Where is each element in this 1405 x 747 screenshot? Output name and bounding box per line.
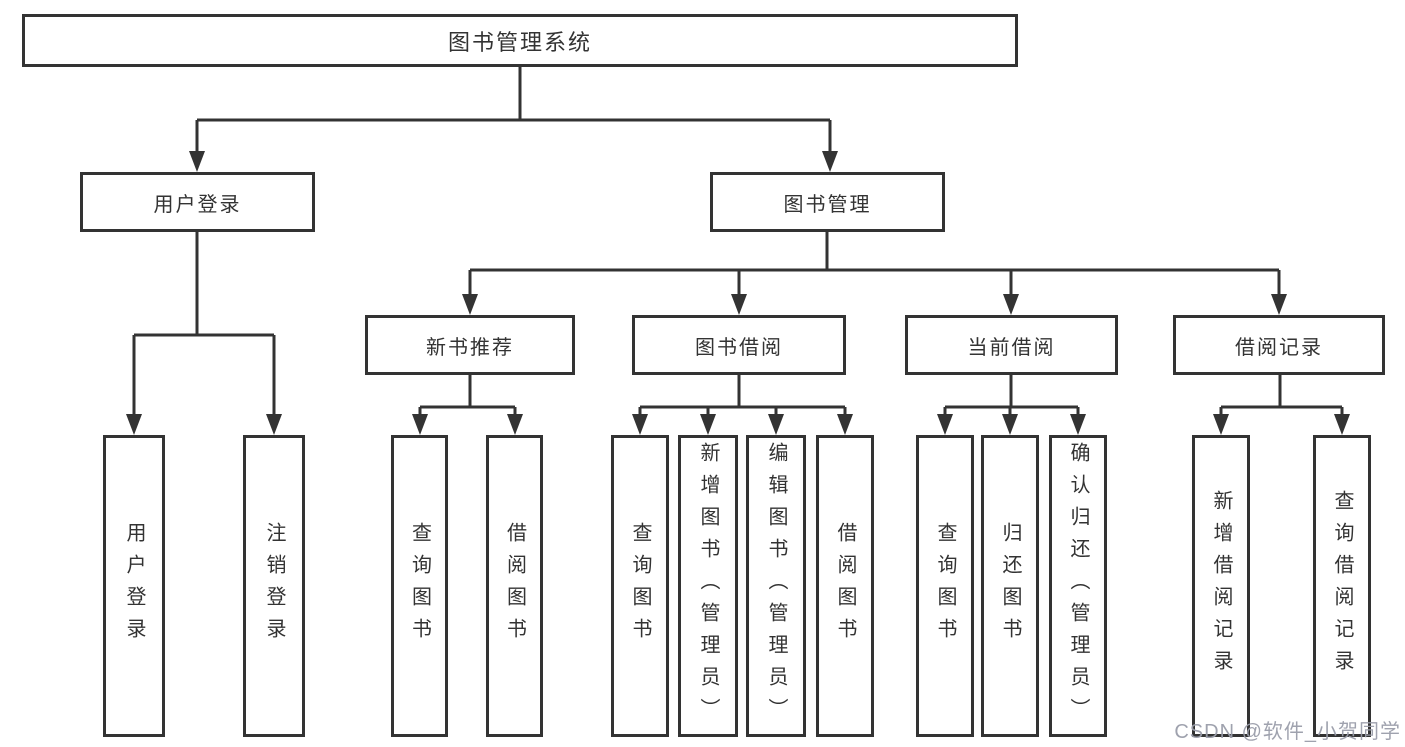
leaf-query-book-1: 查询图书 xyxy=(391,435,448,737)
node-borrow-records: 借阅记录 xyxy=(1173,315,1385,375)
node-new-book-recommend-label: 新书推荐 xyxy=(426,336,514,359)
node-root-label: 图书管理系统 xyxy=(447,29,592,55)
node-current-borrow-label: 当前借阅 xyxy=(967,336,1056,359)
leaf-edit-book-admin-label: 编辑图书（管理员） xyxy=(765,442,787,730)
leaf-edit-book-admin: 编辑图书（管理员） xyxy=(746,435,806,737)
leaf-borrow-book-1-label: 借阅图书 xyxy=(503,522,526,650)
leaf-query-book-3: 查询图书 xyxy=(916,435,974,737)
leaf-add-book-admin: 新增图书（管理员） xyxy=(678,435,738,737)
node-user-login: 用户登录 xyxy=(80,172,315,232)
leaf-query-book-2: 查询图书 xyxy=(611,435,669,737)
leaf-query-book-3-label: 查询图书 xyxy=(934,522,956,650)
leaf-return-book: 归还图书 xyxy=(981,435,1039,737)
leaf-borrow-book-2: 借阅图书 xyxy=(816,435,874,737)
node-borrow-records-label: 借阅记录 xyxy=(1235,336,1323,359)
node-current-borrow: 当前借阅 xyxy=(905,315,1118,375)
leaf-add-borrow-record: 新增借阅记录 xyxy=(1192,435,1250,737)
leaf-user-login: 用户登录 xyxy=(103,435,165,737)
leaf-add-borrow-record-label: 新增借阅记录 xyxy=(1210,490,1232,682)
leaf-query-book-1-label: 查询图书 xyxy=(408,522,431,650)
leaf-borrow-book-1: 借阅图书 xyxy=(486,435,543,737)
node-book-borrow: 图书借阅 xyxy=(632,315,846,375)
leaf-query-borrow-record: 查询借阅记录 xyxy=(1313,435,1371,737)
leaf-confirm-return-admin-label: 确认归还（管理员） xyxy=(1067,442,1089,730)
leaf-query-borrow-record-label: 查询借阅记录 xyxy=(1331,490,1353,682)
leaf-logout-login: 注销登录 xyxy=(243,435,305,737)
node-book-borrow-label: 图书借阅 xyxy=(695,336,783,359)
leaf-add-book-admin-label: 新增图书（管理员） xyxy=(697,442,719,730)
leaf-query-book-2-label: 查询图书 xyxy=(629,522,651,650)
node-user-login-label: 用户登录 xyxy=(153,193,242,216)
leaf-confirm-return-admin: 确认归还（管理员） xyxy=(1049,435,1107,737)
node-new-book-recommend: 新书推荐 xyxy=(365,315,575,375)
node-book-management: 图书管理 xyxy=(710,172,945,232)
leaf-user-login-label: 用户登录 xyxy=(123,522,145,650)
node-root: 图书管理系统 xyxy=(22,14,1018,67)
leaf-return-book-label: 归还图书 xyxy=(999,522,1021,650)
leaf-borrow-book-2-label: 借阅图书 xyxy=(834,522,856,650)
node-book-management-label: 图书管理 xyxy=(783,193,872,216)
leaf-logout-login-label: 注销登录 xyxy=(263,522,285,650)
